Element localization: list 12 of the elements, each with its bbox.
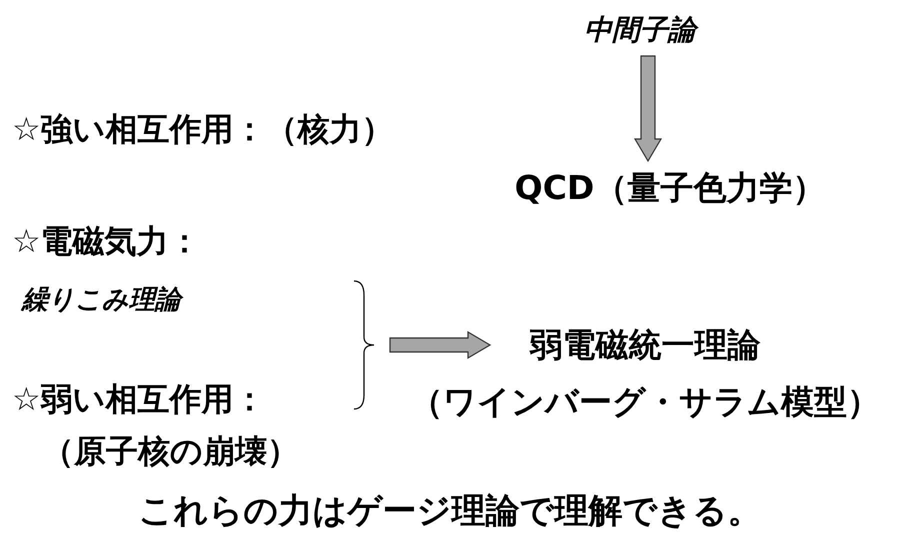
label-text: ☆電磁気力： — [12, 221, 201, 262]
block-arrow — [389, 330, 492, 360]
node-title: 弱電磁統一理論 — [530, 324, 760, 366]
block-arrow — [634, 55, 662, 162]
node-subtitle: （ワインバーグ・サラム模型） — [410, 381, 880, 423]
label-text: ☆強い相互作用：（核力） — [12, 109, 394, 150]
curly-brace — [352, 280, 376, 410]
node-title: QCD（量子色力学） — [514, 166, 826, 208]
label-text: これらの力はゲージ理論で理解できる。 — [138, 490, 762, 533]
label-text: 繰りこみ理論 — [22, 282, 181, 317]
label-text: ☆弱い相互作用： — [12, 379, 266, 420]
label-text: （原子核の崩壊） — [42, 431, 299, 472]
